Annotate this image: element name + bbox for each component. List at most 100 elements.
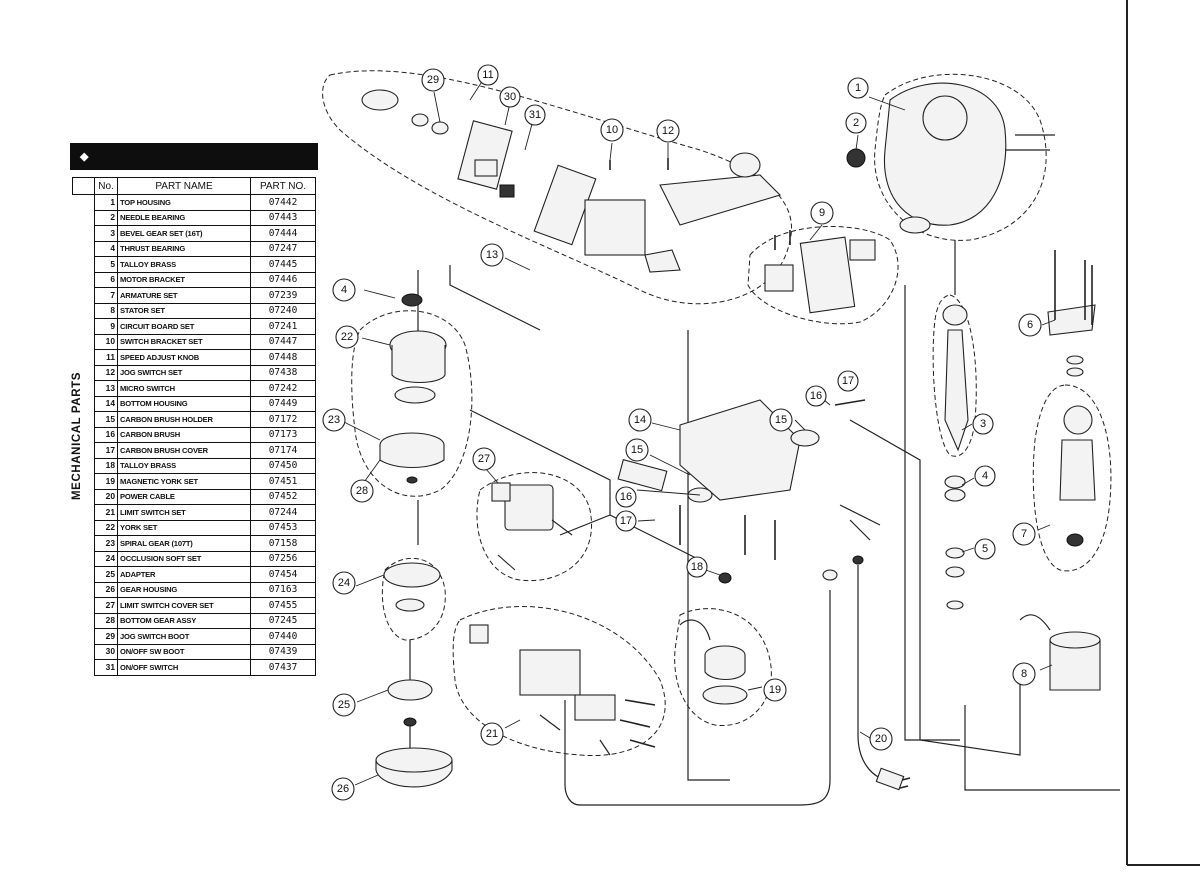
- callout-24: 24: [332, 571, 356, 595]
- column-header-part-no: PART NO.: [250, 177, 316, 195]
- bottom-housing: [617, 399, 881, 581]
- callout-4-top: 4: [332, 278, 356, 302]
- svg-text:8: 8: [1021, 668, 1027, 680]
- callout-15-left: 15: [625, 438, 649, 462]
- power-cable: [564, 590, 831, 806]
- callout-15-right: 15: [769, 408, 793, 432]
- power-plug: [875, 767, 911, 791]
- callout-27: 27: [472, 447, 496, 471]
- callout-23: 23: [322, 408, 346, 432]
- svg-text:4: 4: [341, 284, 347, 296]
- switch-guide-line: [449, 265, 730, 781]
- callout-18: 18: [686, 556, 708, 578]
- svg-text:4: 4: [982, 470, 988, 482]
- callout-6: 6: [1018, 313, 1042, 337]
- circuit-board: [764, 230, 876, 314]
- svg-text:31: 31: [529, 109, 541, 121]
- svg-text:14: 14: [634, 414, 646, 426]
- top-housing-group-outline: [874, 73, 1047, 241]
- callout-31: 31: [524, 104, 546, 126]
- armature-group-outline: [1032, 384, 1112, 572]
- switch-bracket-group-outline: [322, 70, 792, 305]
- svg-text:9: 9: [819, 207, 825, 219]
- svg-text:7: 7: [1021, 528, 1027, 540]
- svg-text:25: 25: [338, 699, 350, 711]
- svg-text:2: 2: [853, 117, 859, 129]
- callout-4-right: 4: [974, 465, 996, 487]
- callout-22: 22: [335, 325, 359, 349]
- callout-14: 14: [628, 408, 652, 432]
- occlusion-group-outline: [381, 557, 446, 641]
- svg-text:24: 24: [338, 577, 350, 589]
- callout-13: 13: [480, 243, 504, 267]
- callout-29: 29: [421, 68, 445, 92]
- switch-bracket-assembly: [361, 89, 782, 273]
- callout-9: 9: [810, 201, 834, 225]
- svg-text:27: 27: [478, 453, 490, 465]
- part-name: ON/OFF SWITCH: [117, 659, 251, 676]
- svg-text:20: 20: [875, 733, 887, 745]
- callout-17-left: 17: [615, 510, 637, 532]
- svg-text:17: 17: [620, 515, 632, 527]
- svg-text:26: 26: [337, 783, 349, 795]
- bevel-gear-shaft: [942, 240, 969, 610]
- callout-20: 20: [869, 727, 893, 751]
- motor-assembly: [1019, 250, 1101, 691]
- callout-1: 1: [847, 77, 869, 99]
- callout-16-right: 16: [805, 385, 827, 407]
- svg-text:12: 12: [662, 125, 674, 137]
- part-code: 07437: [250, 659, 316, 676]
- motor-guide-line: [904, 285, 960, 741]
- callout-11: 11: [477, 64, 499, 86]
- callout-12: 12: [656, 119, 680, 143]
- svg-text:29: 29: [427, 74, 439, 86]
- svg-text:6: 6: [1027, 319, 1033, 331]
- svg-text:18: 18: [691, 561, 703, 573]
- callouts: 1 2 3 4 4 4 5 6 7 8 9 10 11 12 13 14 15 …: [322, 64, 1042, 801]
- svg-text:23: 23: [328, 414, 340, 426]
- limit-switch-set: [469, 624, 656, 756]
- callout-16-left: 16: [615, 486, 637, 508]
- svg-text:3: 3: [980, 418, 986, 430]
- leader-lines: [343, 79, 1056, 786]
- table-header-row: No. PART NAME PART NO.: [72, 177, 316, 195]
- callout-2: 2: [845, 112, 867, 134]
- svg-text:22: 22: [341, 331, 353, 343]
- parts-list-header: ◆: [70, 143, 318, 170]
- svg-text:10: 10: [606, 124, 618, 136]
- callout-26: 26: [331, 777, 355, 801]
- svg-text:11: 11: [482, 69, 493, 81]
- svg-text:21: 21: [486, 728, 498, 740]
- svg-text:30: 30: [504, 91, 516, 103]
- spiral-gear-group-outline: [351, 310, 473, 497]
- svg-text:19: 19: [769, 684, 781, 696]
- callout-21: 21: [480, 722, 504, 746]
- top-housing: [846, 82, 1055, 234]
- diamond-icon: ◆: [80, 151, 89, 163]
- svg-text:13: 13: [486, 249, 498, 261]
- magnetic-yoke-group-outline: [674, 608, 772, 727]
- callout-8: 8: [1012, 662, 1036, 686]
- callout-10: 10: [600, 118, 624, 142]
- part-code: 07452: [250, 488, 316, 505]
- svg-text:15: 15: [631, 444, 643, 456]
- gear-column: [375, 293, 453, 788]
- circuit-board-group-outline: [747, 226, 899, 325]
- svg-text:16: 16: [620, 491, 632, 503]
- magnetic-yoke: [679, 572, 748, 705]
- limit-switch-group-outline: [452, 606, 666, 757]
